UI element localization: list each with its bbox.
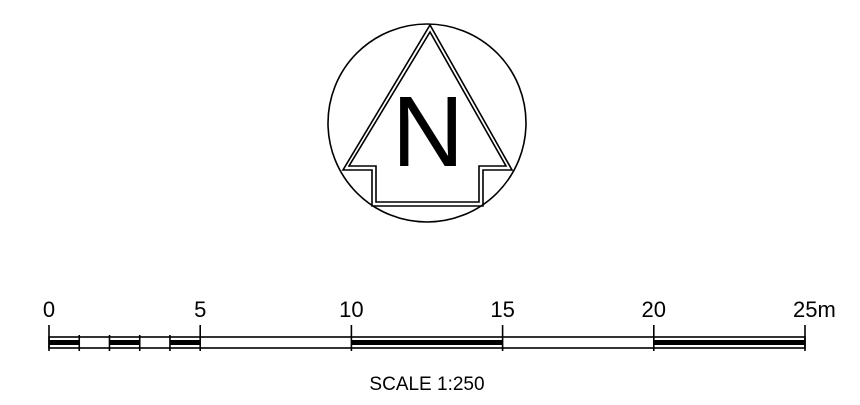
north-arrow: N (327, 23, 527, 223)
scale-bar: 0 5 10 15 20 25m SCALE 1:250 (43, 297, 836, 395)
scale-bar-filled-segment (49, 340, 80, 345)
scale-bar-filled-segment (109, 340, 140, 345)
scale-bar-tick-label: 20 (642, 297, 666, 322)
scale-bar-filled-segment (653, 340, 805, 345)
scale-bar-tick-label: 15 (490, 297, 514, 322)
scale-bar-filled-segment (351, 340, 503, 345)
scale-bar-labels: 0 5 10 15 20 25m (43, 297, 836, 322)
scale-bar-filled-segments (49, 340, 805, 345)
scale-bar-filled-segment (169, 340, 201, 345)
north-arrow-outer-outline (341, 23, 514, 207)
scale-bar-tick-label: 25m (793, 297, 836, 322)
north-arrow-letter: N (392, 76, 464, 188)
north-arrow-inner-outline (347, 30, 508, 203)
scale-bar-tick-label: 0 (43, 297, 55, 322)
scale-bar-tick-label: 5 (194, 297, 206, 322)
north-arrow-circle (327, 23, 527, 223)
scale-caption: SCALE 1:250 (369, 374, 484, 395)
scale-bar-ticks (48, 325, 806, 351)
scale-bar-tick-label: 10 (339, 297, 363, 322)
